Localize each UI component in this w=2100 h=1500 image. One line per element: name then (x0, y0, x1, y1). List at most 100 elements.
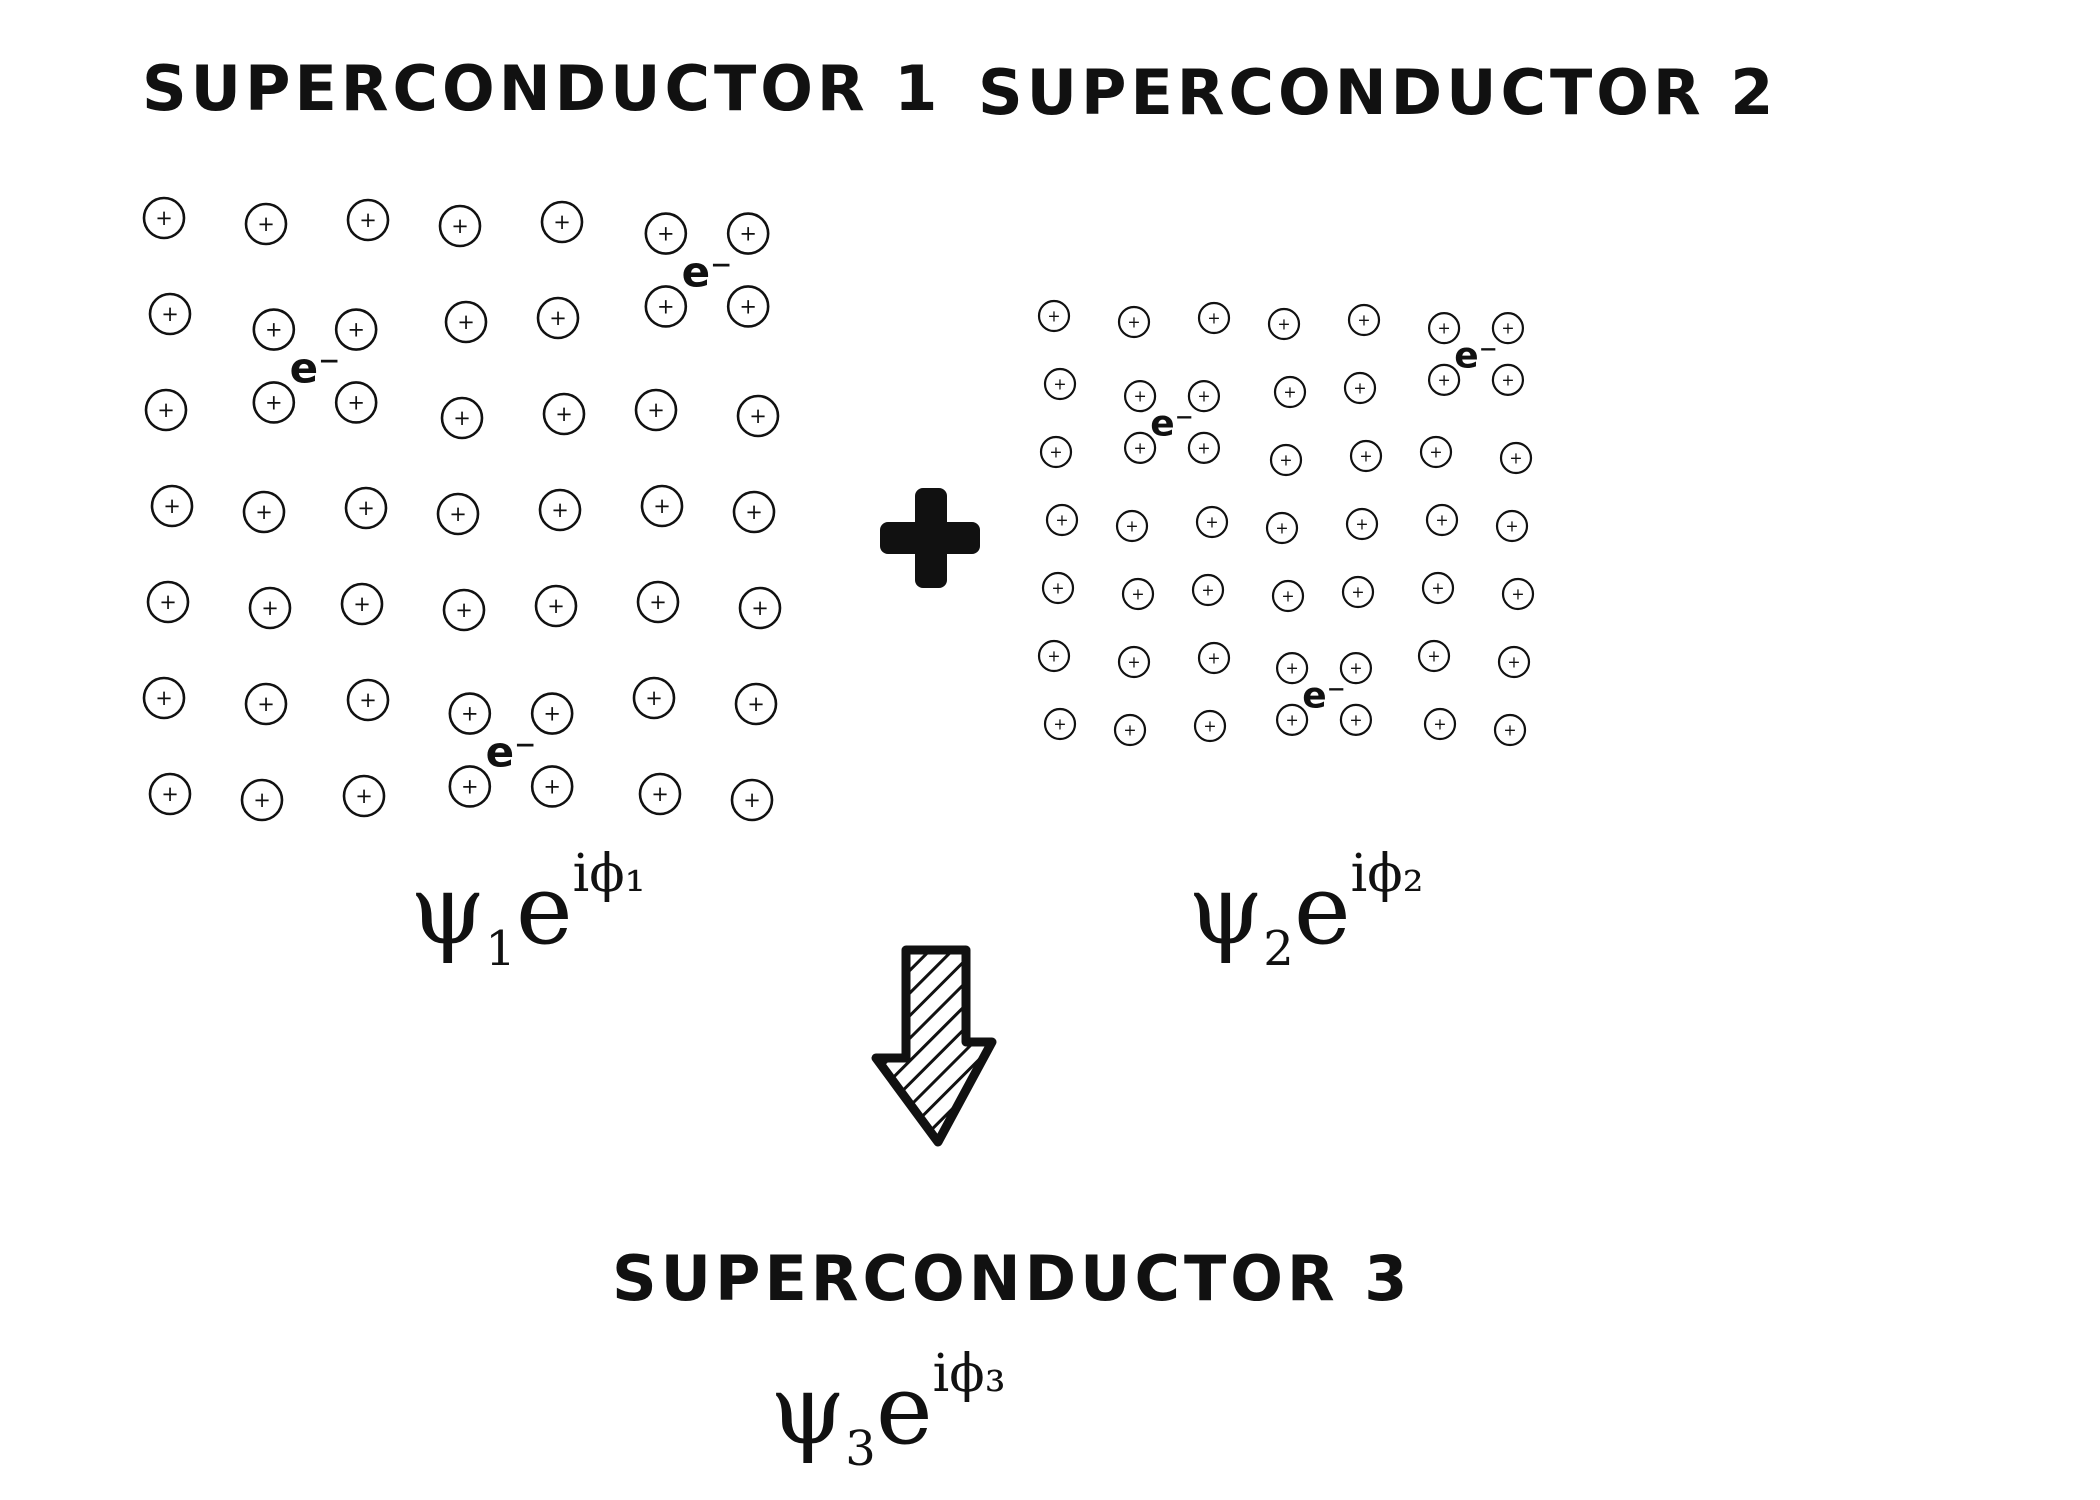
svg-text:+: + (457, 310, 475, 334)
svg-text:+: + (451, 214, 469, 238)
positive-ion: + (1117, 645, 1151, 679)
svg-text:+: + (1285, 659, 1298, 678)
positive-ion: + (344, 486, 388, 530)
svg-text:+: + (347, 318, 365, 342)
positive-ion: + (1419, 435, 1453, 469)
positive-ion: + (1501, 577, 1535, 611)
svg-text:+: + (155, 686, 173, 710)
positive-ion: + (1491, 312, 1525, 345)
positive-ion: + (644, 212, 688, 255)
svg-text:+: + (1207, 649, 1220, 668)
positive-ion: + (342, 774, 386, 818)
svg-text:+: + (1053, 715, 1066, 734)
svg-text:+: + (553, 210, 571, 234)
svg-text:+: + (1127, 313, 1140, 332)
positive-ion: + (146, 580, 190, 624)
svg-text:+: + (159, 590, 177, 614)
svg-text:+: + (1351, 583, 1364, 602)
svg-text:+: + (359, 688, 377, 712)
positive-ion: + (448, 765, 492, 808)
electron-label: e⁻ (682, 248, 733, 297)
positive-ion: + (252, 381, 296, 424)
svg-text:+: + (1055, 511, 1068, 530)
positive-ion: + (1417, 639, 1451, 673)
positive-ion: + (244, 202, 288, 246)
svg-text:+: + (1047, 307, 1060, 326)
positive-ion: + (346, 198, 390, 242)
positive-ion: + (1339, 703, 1373, 736)
superconductor-1-title: SUPERCONDUCTOR 1 (142, 52, 942, 125)
svg-text:+: + (555, 402, 573, 426)
positive-ion: + (436, 492, 480, 536)
svg-text:+: + (1133, 387, 1146, 406)
svg-text:+: + (1437, 319, 1450, 338)
svg-text:+: + (1355, 515, 1368, 534)
positive-ion: + (1123, 431, 1157, 464)
svg-text:+: + (1435, 511, 1448, 530)
psi-symbol: ψ (1188, 854, 1264, 966)
psi-symbol: ψ (770, 1354, 846, 1466)
svg-text:+: + (657, 222, 675, 246)
svg-text:+: + (549, 306, 567, 330)
svg-text:+: + (355, 784, 373, 808)
positive-ion: + (632, 676, 676, 720)
positive-ion: + (1115, 509, 1149, 543)
positive-ion: + (144, 388, 188, 432)
svg-text:+: + (1127, 653, 1140, 672)
positive-ion: + (1349, 439, 1383, 473)
electron-label: e⁻ (1150, 404, 1193, 445)
positive-ion: + (444, 300, 488, 344)
svg-text:+: + (1049, 443, 1062, 462)
positive-ion: + (440, 396, 484, 440)
svg-text:+: + (647, 398, 665, 422)
electron-label: e⁻ (1302, 676, 1345, 717)
positive-ion: + (1265, 511, 1299, 545)
positive-ion: + (1123, 380, 1157, 413)
svg-text:+: + (1433, 715, 1446, 734)
svg-text:+: + (543, 702, 561, 726)
svg-text:+: + (739, 222, 757, 246)
positive-ion: + (1343, 371, 1377, 405)
phase-exponent: iϕ₁ (572, 844, 646, 904)
positive-ion: + (1037, 299, 1071, 333)
wavefunction-2: ψ2eiϕ₂ (1188, 848, 1424, 973)
svg-text:+: + (357, 496, 375, 520)
positive-ion: + (1497, 645, 1531, 679)
positive-ion: + (1117, 305, 1151, 339)
positive-ion: + (1499, 441, 1533, 475)
positive-ion: + (732, 490, 776, 534)
svg-text:+: + (253, 788, 271, 812)
positive-ion: + (644, 285, 688, 328)
positive-ion: + (638, 772, 682, 816)
positive-ion: + (1037, 639, 1071, 673)
svg-text:+: + (161, 782, 179, 806)
positive-ion: + (1121, 577, 1155, 611)
positive-ion: + (1267, 307, 1301, 341)
positive-ion: + (1495, 509, 1529, 543)
svg-text:+: + (653, 494, 671, 518)
exp-base: e (515, 854, 573, 966)
svg-text:+: + (751, 596, 769, 620)
electron-label: e⁻ (1454, 336, 1497, 377)
svg-text:+: + (1279, 451, 1292, 470)
positive-ion: + (1423, 707, 1457, 741)
positive-ion: + (334, 381, 378, 424)
positive-ion: + (636, 580, 680, 624)
svg-text:+: + (1205, 513, 1218, 532)
positive-ion: + (1275, 703, 1309, 736)
svg-text:+: + (359, 208, 377, 232)
superconductor-2-title: SUPERCONDUCTOR 2 (978, 56, 1778, 129)
positive-ion: + (1427, 363, 1461, 396)
svg-text:+: + (1283, 383, 1296, 402)
svg-text:+: + (657, 294, 675, 318)
positive-ion: + (1045, 503, 1079, 537)
positive-ion: + (530, 692, 574, 735)
svg-text:+: + (1427, 647, 1440, 666)
svg-text:+: + (1507, 653, 1520, 672)
down-arrow-icon (871, 945, 997, 1147)
svg-text:+: + (739, 294, 757, 318)
positive-ion: + (248, 586, 292, 630)
positive-ion: + (1493, 713, 1527, 747)
positive-ion: + (1191, 573, 1225, 607)
positive-ion: + (1273, 375, 1307, 409)
